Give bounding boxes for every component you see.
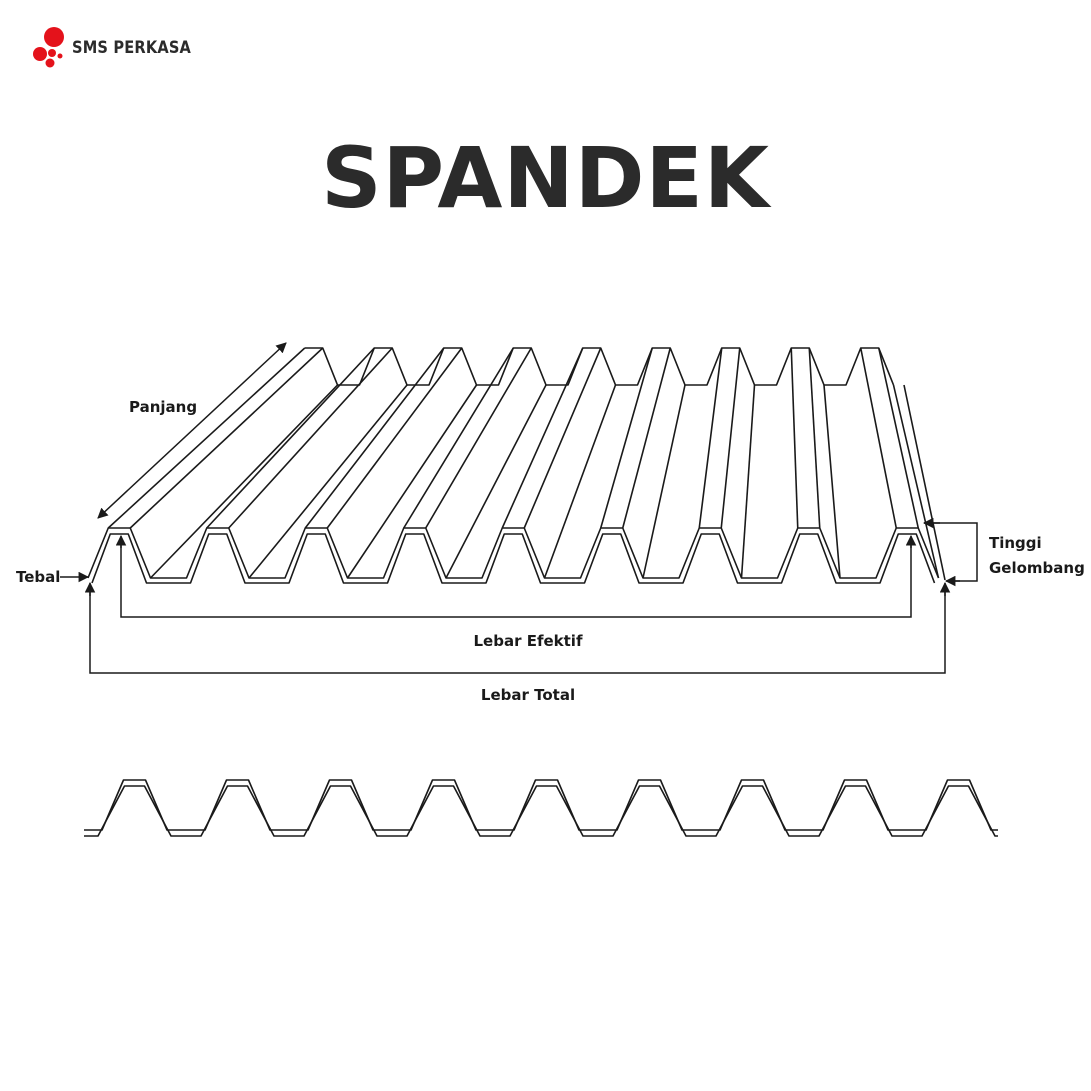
profile-inner-line bbox=[84, 785, 998, 837]
ridge-line bbox=[823, 384, 841, 579]
ridge-line bbox=[877, 347, 920, 529]
ridge-line bbox=[425, 347, 532, 529]
ridge-line bbox=[523, 347, 602, 529]
ridge-line bbox=[543, 384, 617, 579]
ridge-line bbox=[790, 347, 799, 529]
thickness-label: Tebal bbox=[16, 568, 60, 586]
sheet-right-edge bbox=[903, 384, 946, 581]
ridge-line bbox=[642, 384, 686, 579]
ridge-line bbox=[621, 347, 672, 529]
ridge-line bbox=[445, 384, 547, 579]
ridge-line bbox=[740, 384, 756, 579]
ridge-line bbox=[501, 347, 584, 529]
brand-logo: SMS PERKASA bbox=[30, 26, 210, 70]
wave-height-bracket bbox=[924, 522, 978, 582]
total-width-label: Lebar Total bbox=[481, 686, 575, 704]
length-arrow-icon bbox=[97, 342, 287, 519]
front-outer-line bbox=[87, 527, 940, 579]
front-inner-line bbox=[91, 533, 936, 584]
ridge-line bbox=[599, 347, 654, 529]
ridge-line bbox=[228, 347, 393, 529]
ridge-line bbox=[346, 384, 478, 579]
ridge-line bbox=[403, 347, 514, 529]
effective-width-label: Lebar Efektif bbox=[474, 632, 583, 650]
ridge-line bbox=[206, 347, 375, 529]
ridge-line bbox=[892, 384, 940, 579]
page-title: SPANDEK bbox=[321, 129, 770, 227]
cross-section-profile bbox=[84, 779, 998, 837]
wave-height-label-line1: Tinggi bbox=[989, 534, 1042, 552]
brand-name: SMS PERKASA bbox=[72, 38, 192, 58]
ridge-line bbox=[248, 384, 408, 579]
sheet-front-profile bbox=[87, 527, 940, 584]
ridge-line bbox=[698, 347, 723, 529]
total-width-bracket bbox=[89, 588, 946, 674]
sheet-3d-view bbox=[107, 347, 946, 581]
wave-height-label-line2: Gelombang bbox=[989, 559, 1085, 577]
ridge-line bbox=[129, 347, 324, 529]
ridge-line bbox=[720, 347, 741, 529]
length-label: Panjang bbox=[129, 398, 197, 416]
effective-width-bracket bbox=[120, 540, 912, 618]
logo-dots-icon bbox=[33, 27, 64, 68]
dimension-lines bbox=[60, 342, 978, 674]
ridge-line bbox=[107, 347, 306, 529]
ridge-line bbox=[326, 347, 463, 529]
ridge-line bbox=[808, 347, 821, 529]
ridge-line bbox=[304, 347, 445, 529]
profile-outer-line bbox=[84, 779, 998, 831]
ridge-line bbox=[859, 347, 898, 529]
